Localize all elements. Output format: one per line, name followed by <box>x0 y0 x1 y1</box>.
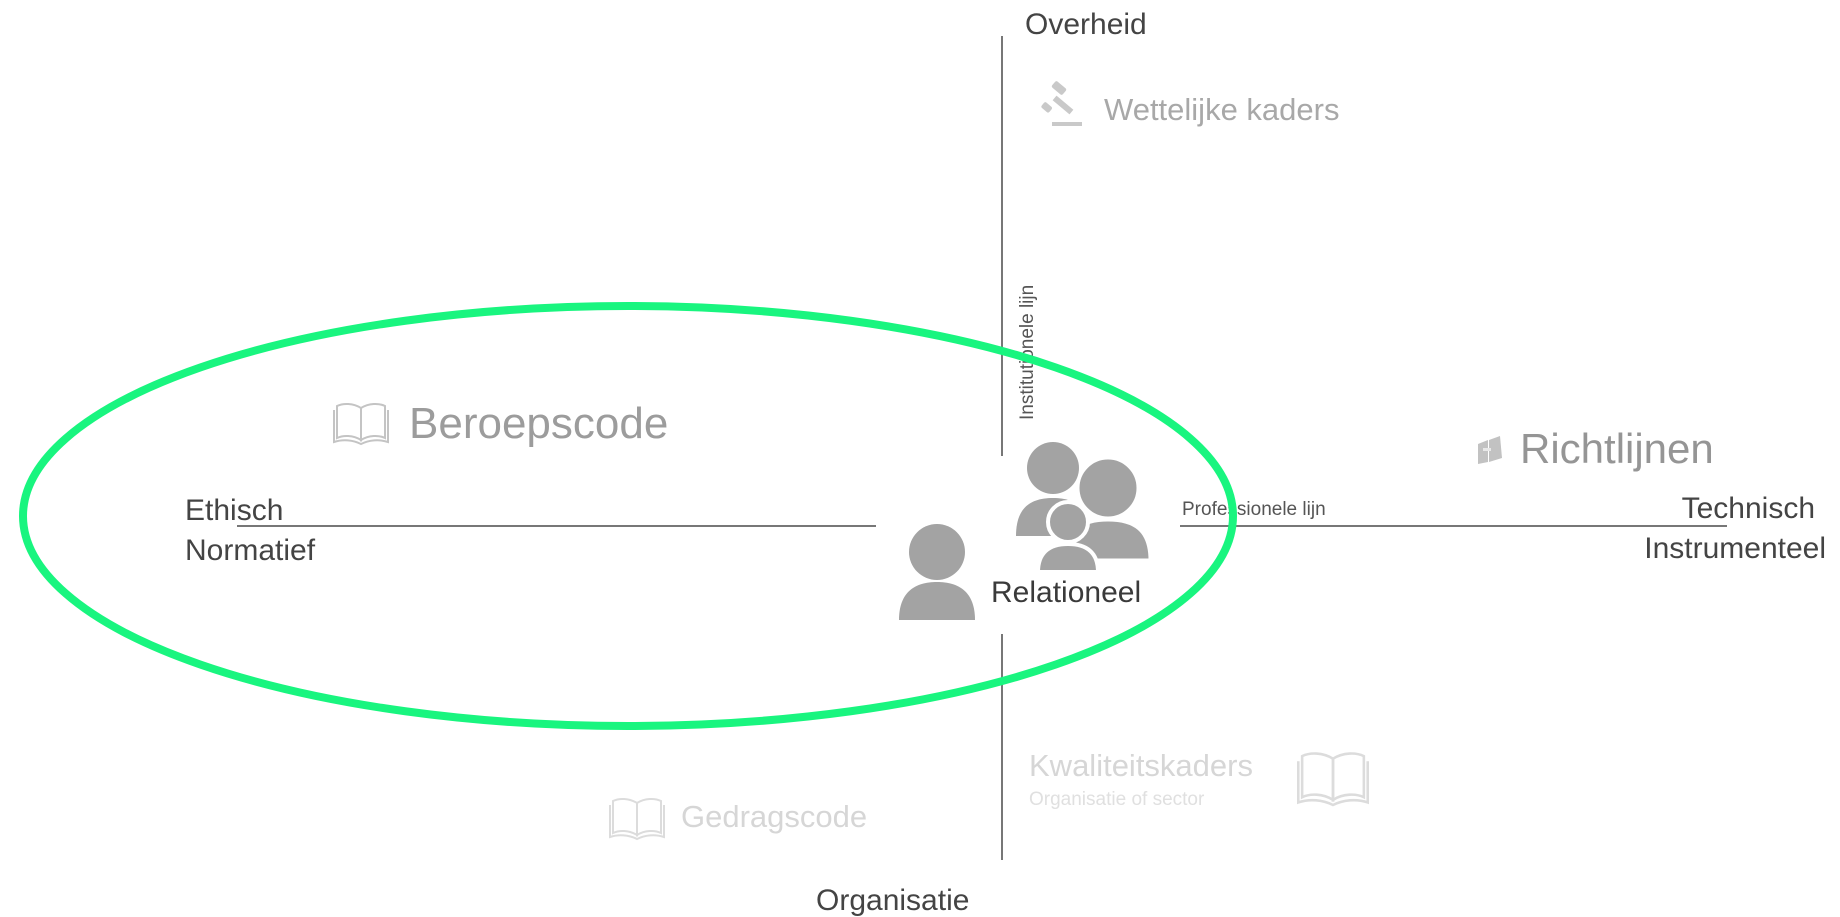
single-person-icon <box>899 524 975 620</box>
books-icon <box>1478 436 1502 464</box>
axis-left-label-1: Ethisch <box>185 494 284 527</box>
axis-bottom-label: Organisatie <box>816 884 970 917</box>
group-of-people-icon <box>1016 442 1152 574</box>
open-book-icon <box>1297 752 1369 807</box>
open-book-icon <box>609 797 665 841</box>
axis-left-label-2: Normatief <box>185 534 316 567</box>
horizontal-line-label: Professionele lijn <box>1182 499 1326 520</box>
axis-top-label: Overheid <box>1025 8 1147 41</box>
center-label: Relationeel <box>991 576 1142 609</box>
gavel-icon <box>1041 81 1082 126</box>
source-bottom-left-label: Gedragscode <box>681 799 868 834</box>
source-bottom-right-label: Kwaliteitskaders <box>1029 748 1253 783</box>
open-book-icon <box>333 402 389 446</box>
source-bottom-right-sublabel: Organisatie of sector <box>1029 789 1205 810</box>
source-right-label: Richtlijnen <box>1520 425 1714 472</box>
axis-right-label-1: Technisch <box>1681 492 1815 525</box>
axis-right-label-2: Instrumenteel <box>1644 532 1826 565</box>
source-left-label: Beroepscode <box>409 399 669 448</box>
vertical-line-label: Institutionele lijn <box>1017 284 1038 420</box>
source-top-label: Wettelijke kaders <box>1104 92 1340 127</box>
